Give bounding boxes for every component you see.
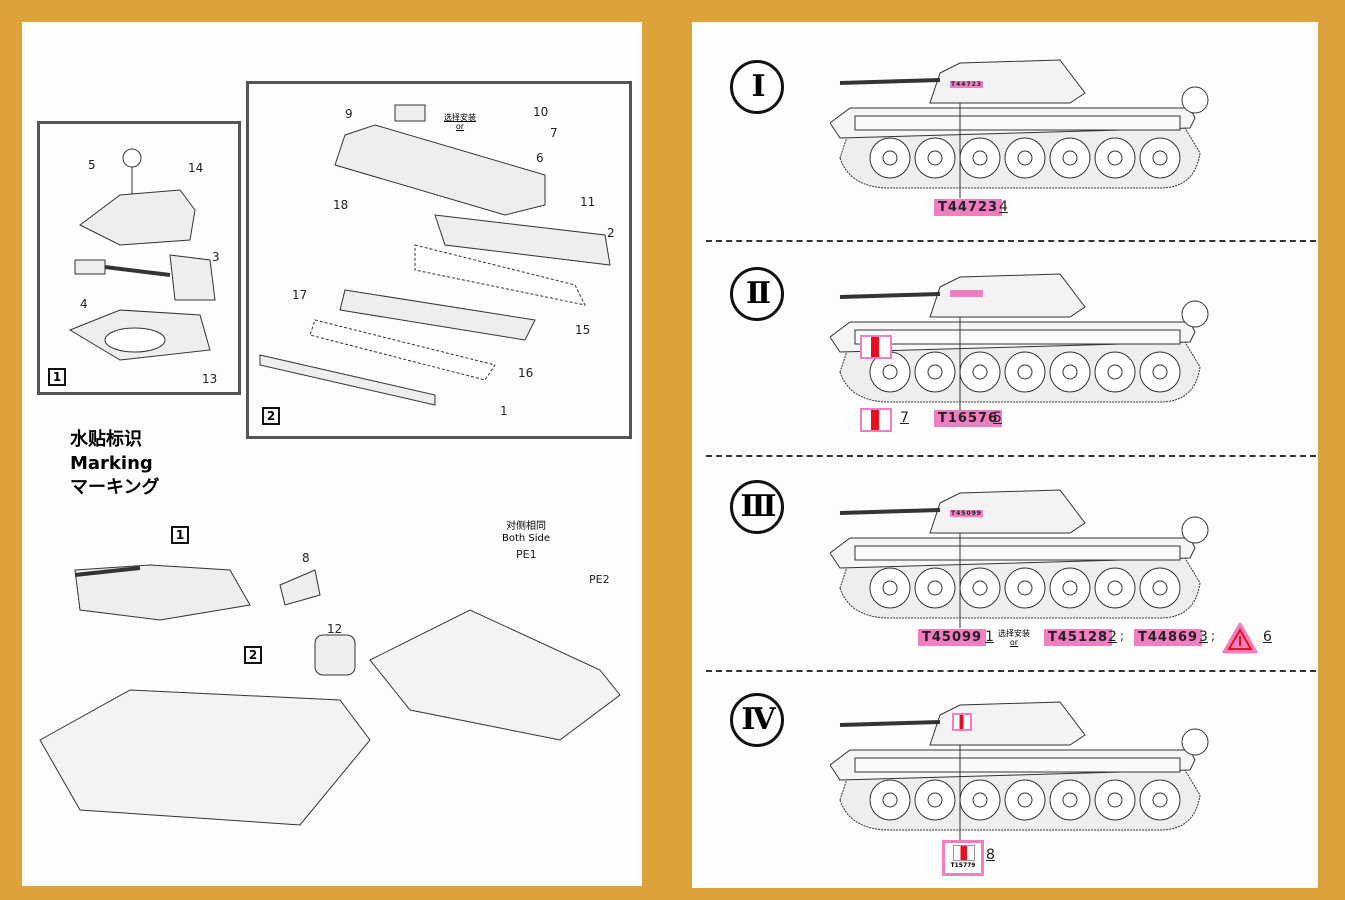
scheme-number: IV: [730, 693, 784, 747]
marking-jp: マーキング: [70, 477, 160, 498]
turret-decal: T45099: [950, 510, 983, 517]
part-label: 10: [533, 105, 549, 119]
decal-index: 2: [1108, 629, 1117, 645]
turret-flag-decal: [952, 713, 972, 731]
flag-decal: [860, 408, 892, 432]
decal-number: T44723: [934, 199, 1003, 216]
step1-number: 1: [48, 368, 66, 386]
marking-heading: 水贴标识 Marking マーキング: [70, 428, 159, 500]
part-label: 16: [518, 366, 534, 380]
part-label: 18: [333, 198, 349, 212]
turret-parts-drawing: [68, 148, 216, 361]
part-label: 14: [188, 161, 204, 175]
both-side-note: 对侧相同 Both Side: [502, 521, 550, 545]
option-en: or: [1009, 638, 1019, 647]
divider: [706, 240, 1316, 242]
step2-number: 2: [262, 407, 280, 425]
part-label: 1: [500, 404, 508, 418]
option-en: or: [455, 122, 465, 131]
tank-side-view: [829, 262, 1220, 416]
decal-number: T45099: [918, 629, 987, 646]
part-label: 9: [345, 107, 353, 121]
decal-number: T44869: [1134, 629, 1203, 646]
decal-index: 3: [1199, 629, 1208, 645]
decal-number: T16576: [934, 410, 1003, 427]
decal-number: T45128: [1044, 629, 1113, 646]
decal-index: 7: [900, 410, 909, 426]
separator: ;: [1120, 629, 1125, 643]
pe2-label: PE2: [589, 573, 610, 586]
divider: [706, 670, 1316, 672]
part-label: 5: [88, 158, 96, 172]
step1-ref: 1: [171, 526, 189, 544]
scheme-number: II: [730, 267, 784, 321]
pe1-label: PE1: [516, 548, 537, 561]
tank-side-view: [829, 48, 1220, 202]
marking-en: Marking: [70, 453, 153, 474]
divider: [706, 455, 1316, 457]
tank-side-view: [829, 690, 1220, 844]
step1-box: [37, 121, 241, 395]
decal-index: 4: [999, 199, 1008, 215]
part-label: 7: [550, 126, 558, 140]
turret-decal: T16576: [950, 290, 983, 297]
part-label: 3: [212, 250, 220, 264]
marking-cn: 水贴标识: [70, 429, 142, 450]
part-label: 2: [607, 226, 615, 240]
part-label: 8: [302, 551, 310, 565]
warning-triangle-icon: [1222, 622, 1258, 654]
decal-index: 5: [993, 410, 1002, 426]
part-label: 17: [292, 288, 308, 302]
step2-box: [246, 81, 632, 439]
decal-index: 8: [986, 847, 995, 863]
turret-decal: T44723: [950, 81, 983, 88]
step2-ref: 2: [244, 646, 262, 664]
hull-parts-drawing: [259, 104, 611, 406]
scheme-number: I: [730, 60, 784, 114]
part-label: 13: [202, 372, 218, 386]
flag-decal-with-number: T15779: [942, 840, 984, 876]
scheme-number: III: [730, 480, 784, 534]
both-side-en: Both Side: [502, 533, 551, 544]
both-side-cn: 对侧相同: [506, 521, 547, 532]
decal-index: 1: [985, 629, 994, 645]
part-label: 4: [80, 297, 88, 311]
final-assembly-drawing: [39, 564, 621, 826]
decal-index: 6: [1263, 629, 1272, 645]
part-label: 15: [575, 323, 591, 337]
part-label: 12: [327, 622, 343, 636]
decal-number: T15779: [950, 862, 976, 869]
part-label: 11: [580, 195, 596, 209]
separator: ;: [1211, 629, 1216, 643]
tank-side-view: [829, 478, 1220, 632]
option-cn: 选择安装: [444, 113, 476, 122]
part-label: 6: [536, 151, 544, 165]
hull-flag-decal: [860, 335, 892, 359]
option-cn: 选择安装: [998, 629, 1030, 638]
